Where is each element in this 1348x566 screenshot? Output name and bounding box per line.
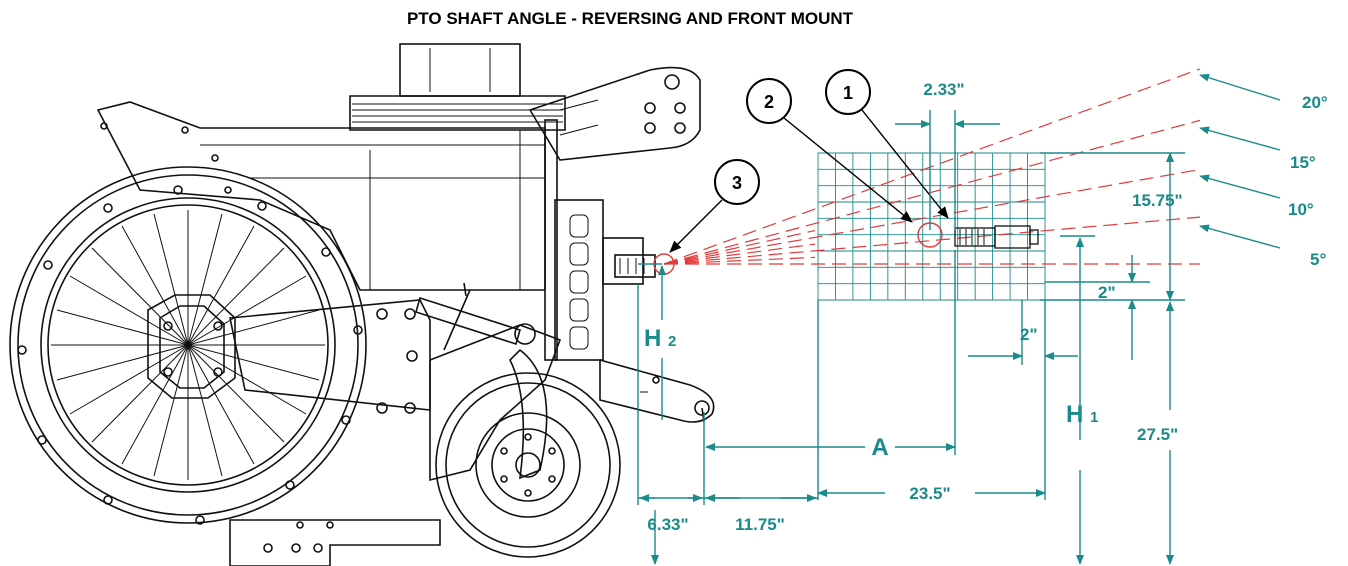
- dim-2-33-label: 2.33": [923, 80, 964, 99]
- angle-line-short: [663, 256, 816, 265]
- dim-h2-main: H: [644, 325, 661, 352]
- angle-20-label: 20°: [1302, 93, 1328, 112]
- angle-15-label: 15°: [1290, 153, 1316, 172]
- callout-2: 2: [746, 78, 913, 223]
- dim-6-33-label: 6.33": [647, 515, 688, 534]
- angle-line: [663, 168, 1201, 265]
- angle-line-short: [663, 243, 816, 265]
- diagram-title: PTO SHAFT ANGLE - REVERSING AND FRONT MO…: [407, 9, 854, 28]
- callout-1-label: 1: [843, 83, 853, 103]
- dim-a-label: A: [871, 434, 888, 461]
- callout-3-label: 3: [732, 173, 742, 193]
- angle-line: [663, 216, 1201, 265]
- dim-2-vertical-label: 2": [1098, 283, 1116, 302]
- callout-3: 3: [669, 159, 760, 253]
- dim-11-75-label: 11.75": [735, 515, 785, 534]
- angle-line: [663, 68, 1201, 265]
- dim-27-5-label: 27.5": [1137, 425, 1178, 444]
- angle-lines: [663, 68, 1201, 265]
- dim-h2-sub: 2: [668, 333, 676, 350]
- callout-2-label: 2: [764, 92, 774, 112]
- dimensions: 2.33" 15.75" 2" 2" H 1 27.5" A: [637, 80, 1185, 565]
- dim-15-75-label: 15.75": [1132, 191, 1183, 210]
- angle-10-label: 10°: [1288, 200, 1314, 219]
- dim-23-5-label: 23.5": [909, 484, 950, 503]
- dim-2-horizontal-label: 2": [1020, 325, 1038, 344]
- callout-1: 1: [825, 69, 949, 219]
- angle-5-label: 5°: [1310, 250, 1326, 269]
- dim-h1-sub: 1: [1090, 409, 1098, 426]
- tractor-pto-stub: [954, 225, 1039, 249]
- angle-labels: 20° 15° 10° 5°: [1199, 73, 1328, 269]
- machine-drawing: [9, 43, 715, 566]
- angle-line-short: [663, 229, 816, 265]
- dim-h1-main: H: [1066, 401, 1083, 428]
- pto-position-grid: [817, 152, 1046, 301]
- angle-line: [663, 119, 1201, 265]
